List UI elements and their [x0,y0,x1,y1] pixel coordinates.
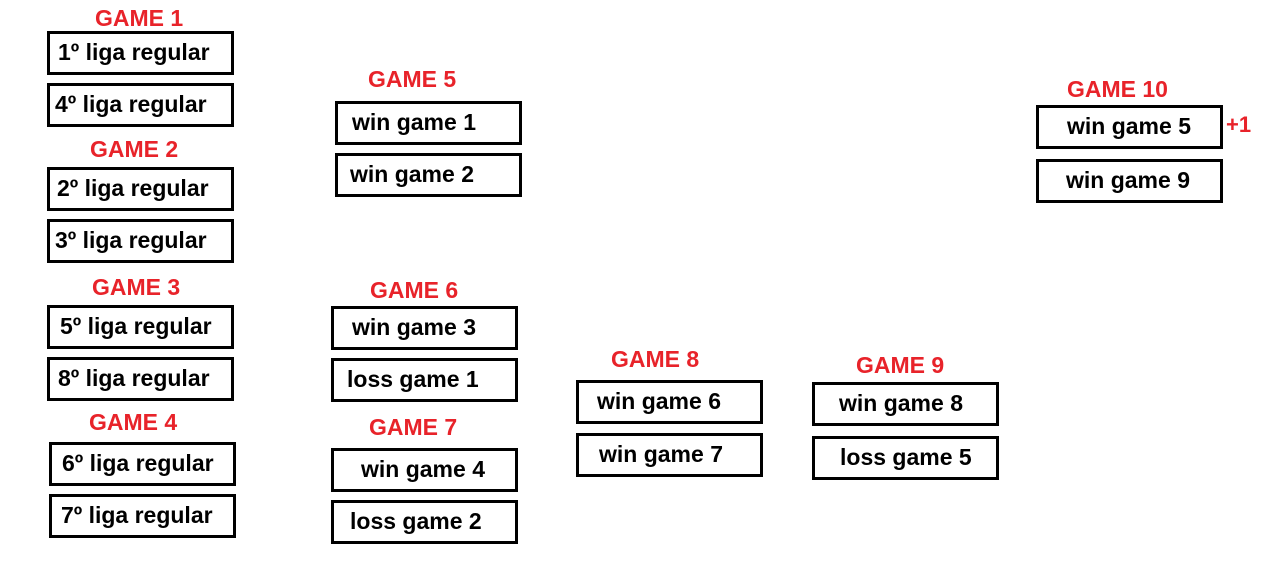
game-5-title: GAME 5 [368,66,457,92]
game-5-slot-1: win game 1 [335,101,522,145]
game-2-slot-2: 3º liga regular [47,219,234,263]
game-8-title: GAME 8 [611,346,700,372]
game-3-title: GAME 3 [92,274,181,300]
game-3-slot-1: 5º liga regular [47,305,234,349]
game-9-title: GAME 9 [856,352,945,378]
game-10-title: GAME 10 [1067,76,1168,102]
game-2-title: GAME 2 [90,136,179,162]
game-1-title: GAME 1 [95,5,184,31]
game-7-title: GAME 7 [369,414,458,440]
game-10-slot-2: win game 9 [1036,159,1223,203]
game-8-slot-2: win game 7 [576,433,763,477]
game-10-slot-1: win game 5 [1036,105,1223,149]
game-2-slot-1: 2º liga regular [47,167,234,211]
game-9-slot-1: win game 8 [812,382,999,426]
game-8-slot-1: win game 6 [576,380,763,424]
game-5-slot-2: win game 2 [335,153,522,197]
game-10-bonus-label: +1 [1226,112,1252,137]
game-4-slot-2: 7º liga regular [49,494,236,538]
game-7-slot-2: loss game 2 [331,500,518,544]
game-7-slot-1: win game 4 [331,448,518,492]
game-1-slot-2: 4º liga regular [47,83,234,127]
game-9-slot-2: loss game 5 [812,436,999,480]
game-6-slot-2: loss game 1 [331,358,518,402]
game-6-title: GAME 6 [370,277,459,303]
game-4-slot-1: 6º liga regular [49,442,236,486]
game-4-title: GAME 4 [89,409,178,435]
game-3-slot-2: 8º liga regular [47,357,234,401]
game-6-slot-1: win game 3 [331,306,518,350]
game-1-slot-1: 1º liga regular [47,31,234,75]
